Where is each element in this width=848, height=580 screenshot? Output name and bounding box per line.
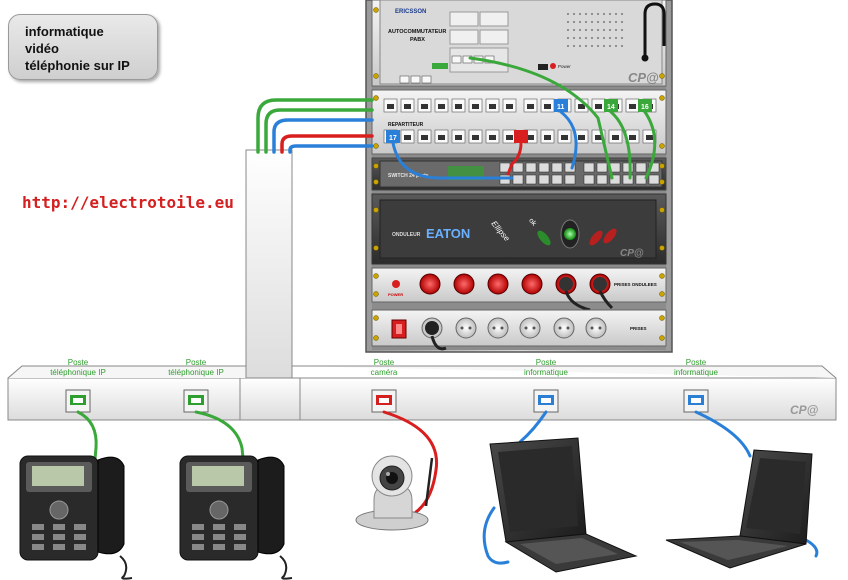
- switch-24-ports[interactable]: SWITCH 24 ports: [371, 157, 667, 191]
- switch-port[interactable]: [551, 162, 563, 173]
- outlet-label: informatique: [674, 368, 719, 377]
- laptop-1[interactable]: [489, 437, 638, 573]
- switch-port[interactable]: [538, 174, 550, 185]
- port-label-17[interactable]: 17: [386, 130, 400, 143]
- outlet-label: Poste: [686, 358, 707, 367]
- pabx-watermark: CP@: [628, 70, 659, 85]
- outlet-label: Poste: [536, 358, 557, 367]
- pabx-unit[interactable]: ERICSSON AUTOCOMMUTATEUR PABX: [371, 0, 667, 87]
- legend-line-video: vidéo: [25, 41, 59, 56]
- rack-patch-cables: [391, 56, 657, 180]
- ups-sockets-strip[interactable]: POWER PRISES ONDULEES: [371, 267, 667, 312]
- rack-cabinet: ERICSSON AUTOCOMMUTATEUR PABX: [365, 0, 673, 353]
- switch-port[interactable]: [512, 162, 524, 173]
- switch-port[interactable]: [648, 174, 660, 185]
- pabx-power-label: Power: [558, 64, 571, 69]
- legend-line-telephonie: téléphonie sur IP: [25, 58, 130, 73]
- ip-phone-2[interactable]: [179, 455, 293, 580]
- ups-unit[interactable]: ONDULEUR EATON Ellipse ok CP@: [371, 193, 667, 265]
- switch-port[interactable]: [512, 174, 524, 185]
- switch-port[interactable]: [635, 162, 647, 173]
- pabx-title: AUTOCOMMUTATEUR: [388, 29, 446, 35]
- power-button-label: POWER: [388, 292, 403, 297]
- port-label-14[interactable]: 14: [604, 99, 618, 112]
- switch-port[interactable]: [583, 174, 595, 185]
- ip-phone-1[interactable]: [19, 455, 133, 580]
- ups-title: ONDULEUR: [392, 232, 421, 238]
- sockets-title: PRISES: [630, 326, 647, 331]
- switch-port[interactable]: [622, 174, 634, 185]
- outlet-label: Poste: [374, 358, 395, 367]
- ip-camera[interactable]: [355, 455, 434, 531]
- switch-port[interactable]: [538, 162, 550, 173]
- patch-panel-title: REPARTITEUR: [388, 122, 424, 128]
- svg-text:17: 17: [389, 135, 397, 142]
- ups-watermark: CP@: [620, 248, 644, 259]
- switch-ports: [499, 162, 660, 185]
- switch-port[interactable]: [596, 162, 608, 173]
- svg-text:11: 11: [557, 104, 565, 111]
- switch-port[interactable]: [564, 174, 576, 185]
- switch-port[interactable]: [609, 174, 621, 185]
- switch-title: SWITCH 24 ports: [388, 173, 429, 179]
- cable-trunking: CP@: [7, 149, 837, 421]
- outlet-label: téléphonique IP: [50, 368, 106, 377]
- ups-sockets-title: PRISES ONDULEES: [614, 282, 657, 287]
- patch-panel[interactable]: REPARTITEUR 11 14 16 17: [371, 89, 667, 155]
- switch-port[interactable]: [525, 174, 537, 185]
- pabx-brand: ERICSSON: [395, 9, 426, 15]
- ups-ok: ok: [527, 217, 537, 228]
- trunk-cables: [256, 98, 374, 154]
- port-label-11[interactable]: 11: [554, 99, 568, 112]
- port-red-marker: [514, 130, 528, 143]
- switch-port[interactable]: [622, 162, 634, 173]
- outlet-label: informatique: [524, 368, 569, 377]
- outlet-label: téléphonique IP: [168, 368, 224, 377]
- svg-text:14: 14: [607, 104, 615, 111]
- pabx-sub: PABX: [410, 37, 425, 43]
- svg-text:16: 16: [641, 104, 649, 111]
- ups-status-led: [564, 228, 576, 240]
- laptop-2[interactable]: [665, 449, 813, 569]
- legend-line-informatique: informatique: [25, 24, 104, 39]
- outlet-label: Poste: [68, 358, 89, 367]
- ups-brand: EATON: [426, 226, 470, 241]
- outlet-label: caméra: [371, 368, 398, 377]
- outlet-label: Poste: [186, 358, 207, 367]
- port-label-16[interactable]: 16: [638, 99, 652, 112]
- trunk-watermark: CP@: [790, 403, 819, 417]
- switch-port[interactable]: [525, 162, 537, 173]
- legend-box: informatique vidéo téléphonie sur IP: [8, 14, 158, 80]
- switch-port[interactable]: [551, 174, 563, 185]
- switch-port[interactable]: [596, 174, 608, 185]
- switch-port[interactable]: [564, 162, 576, 173]
- sockets-strip[interactable]: PRISES: [371, 309, 667, 351]
- switch-port[interactable]: [635, 174, 647, 185]
- switch-port[interactable]: [583, 162, 595, 173]
- website-link[interactable]: http://electrotoile.eu: [22, 193, 234, 212]
